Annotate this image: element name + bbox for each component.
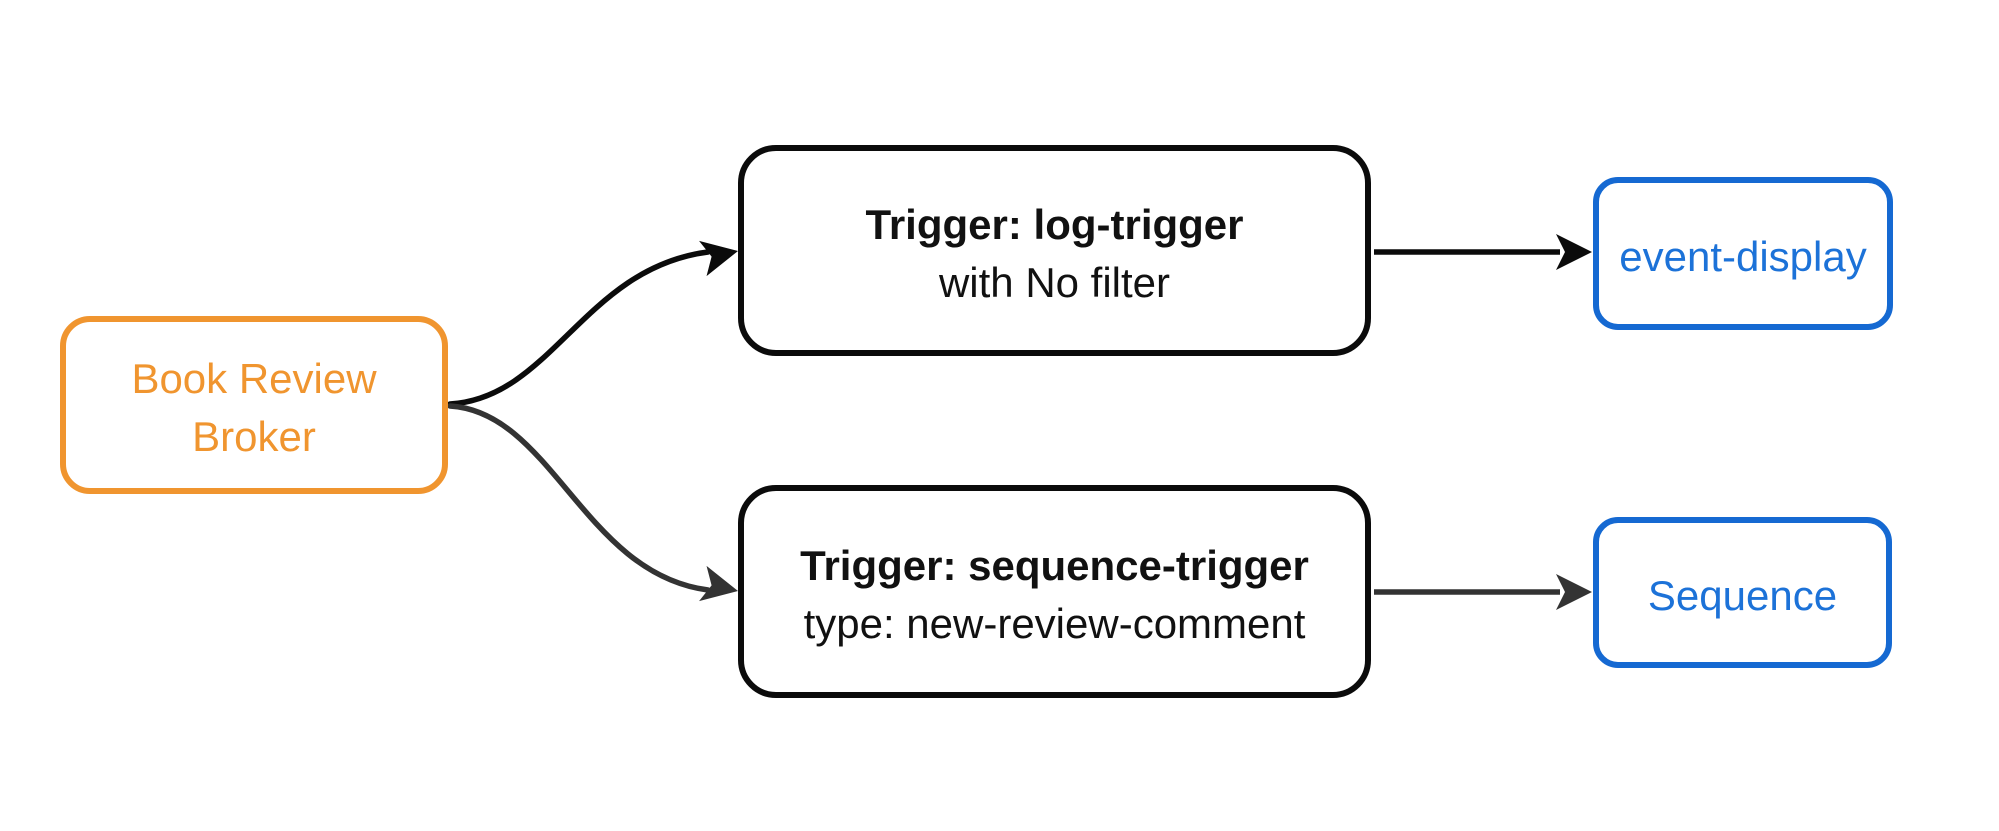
trigger-title: Trigger: sequence-trigger: [800, 541, 1309, 589]
arrowhead-icon: [1556, 574, 1592, 610]
node-sequence: Sequence: [1593, 517, 1892, 668]
edge-broker-to-sequence-trigger: [447, 403, 711, 593]
node-sequence-trigger: Trigger: sequence-trigger type: new-revi…: [738, 485, 1371, 698]
node-label: Sequence: [1647, 571, 1838, 619]
arrowhead-icon: [1556, 234, 1592, 270]
node-book-review-broker: Book Review Broker: [60, 316, 448, 494]
node-label: event-display: [1619, 232, 1867, 280]
node-label-line: Book Review: [131, 355, 377, 402]
node-log-trigger: Trigger: log-trigger with No filter: [738, 145, 1371, 356]
trigger-title: Trigger: log-trigger: [865, 200, 1244, 248]
trigger-subtitle: type: new-review-comment: [803, 599, 1306, 647]
node-label-line: Broker: [192, 413, 316, 460]
arrowhead-icon: [699, 565, 738, 602]
trigger-subtitle: with No filter: [938, 258, 1171, 306]
arrowhead-icon: [699, 240, 738, 277]
edge-broker-to-log-trigger: [447, 249, 711, 407]
node-event-display: event-display: [1593, 177, 1893, 330]
